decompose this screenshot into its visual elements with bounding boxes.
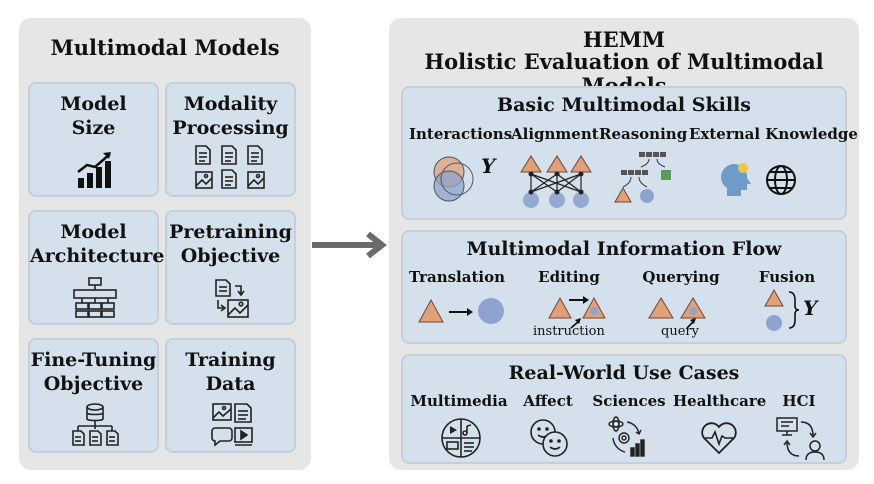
fine-tuning-objective-box: Fine-Tuning Objective [28, 338, 159, 453]
affect-faces-icon [530, 419, 568, 457]
use-cases-section: Real-World Use Cases Multimedia Affect S… [401, 354, 847, 464]
fusion-y-label: Y [803, 296, 818, 320]
query-label: query [661, 324, 699, 339]
alignment-graph-icon [520, 155, 592, 208]
hemm-title: HEMM [582, 27, 666, 52]
model-architecture-box: Model Architecture [28, 210, 165, 325]
hierarchy-icon [73, 277, 117, 318]
modality-processing-box: Modality Processing [165, 82, 296, 197]
external-knowledge-label: External Knowledge [689, 125, 858, 143]
interactions-y-label: Y [481, 154, 496, 178]
models-title: Multimodal Models [50, 35, 280, 60]
multimedia-label: Multimedia [410, 392, 508, 410]
hemm-subtitle: Holistic Evaluation of Multimodal Models [424, 49, 824, 97]
model-size-box: Model Size [28, 82, 159, 197]
multimedia-icon [441, 418, 481, 458]
interactions-label: Interactions [409, 125, 513, 143]
fine-tuning-objective-label: Fine-Tuning Objective [30, 349, 157, 395]
fusion-label: Fusion [758, 268, 816, 286]
training-data-box: Training Data [165, 338, 296, 453]
reasoning-tree-icon [614, 152, 671, 203]
model-size-label: Model Size [60, 93, 127, 139]
querying-icon [648, 297, 706, 329]
training-data-label: Training Data [185, 349, 276, 395]
external-knowledge-icon [721, 163, 796, 196]
modality-processing-label: Modality Processing [172, 93, 289, 139]
pretraining-objective-box: Pretraining Objective [165, 210, 296, 325]
database-documents-icon [72, 403, 119, 446]
instruction-label: instruction [533, 324, 605, 339]
translation-icon [418, 298, 504, 324]
translation-label: Translation [409, 268, 505, 286]
hci-label: HCI [782, 392, 816, 410]
pretraining-objective-label: Pretraining Objective [169, 221, 292, 267]
info-flow-section: Multimodal Information Flow Translation … [401, 230, 847, 344]
venn-interactions-icon [433, 156, 474, 202]
fusion-icon [764, 288, 800, 331]
bar-chart-growth-icon [77, 152, 111, 188]
sciences-label: Sciences [592, 392, 666, 410]
hci-icon [776, 417, 825, 461]
model-architecture-label: Model Architecture [30, 221, 165, 267]
documents-images-icon [195, 145, 265, 189]
use-cases-title: Real-World Use Cases [508, 362, 740, 384]
editing-icon [548, 296, 606, 329]
healthcare-heart-icon [701, 422, 737, 455]
reasoning-label: Reasoning [599, 125, 688, 143]
flow-arrow [312, 231, 387, 259]
alignment-label: Alignment [511, 125, 599, 143]
basic-skills-section: Basic Multimodal Skills Interactions Ali… [401, 86, 858, 220]
querying-label: Querying [642, 268, 720, 286]
info-flow-title: Multimodal Information Flow [466, 238, 782, 260]
healthcare-label: Healthcare [673, 392, 767, 410]
basic-skills-title: Basic Multimodal Skills [497, 94, 751, 116]
sciences-icon [608, 416, 645, 457]
affect-label: Affect [523, 392, 573, 410]
media-files-icon [211, 403, 253, 447]
editing-label: Editing [538, 268, 600, 286]
text-to-image-icon [215, 279, 249, 318]
